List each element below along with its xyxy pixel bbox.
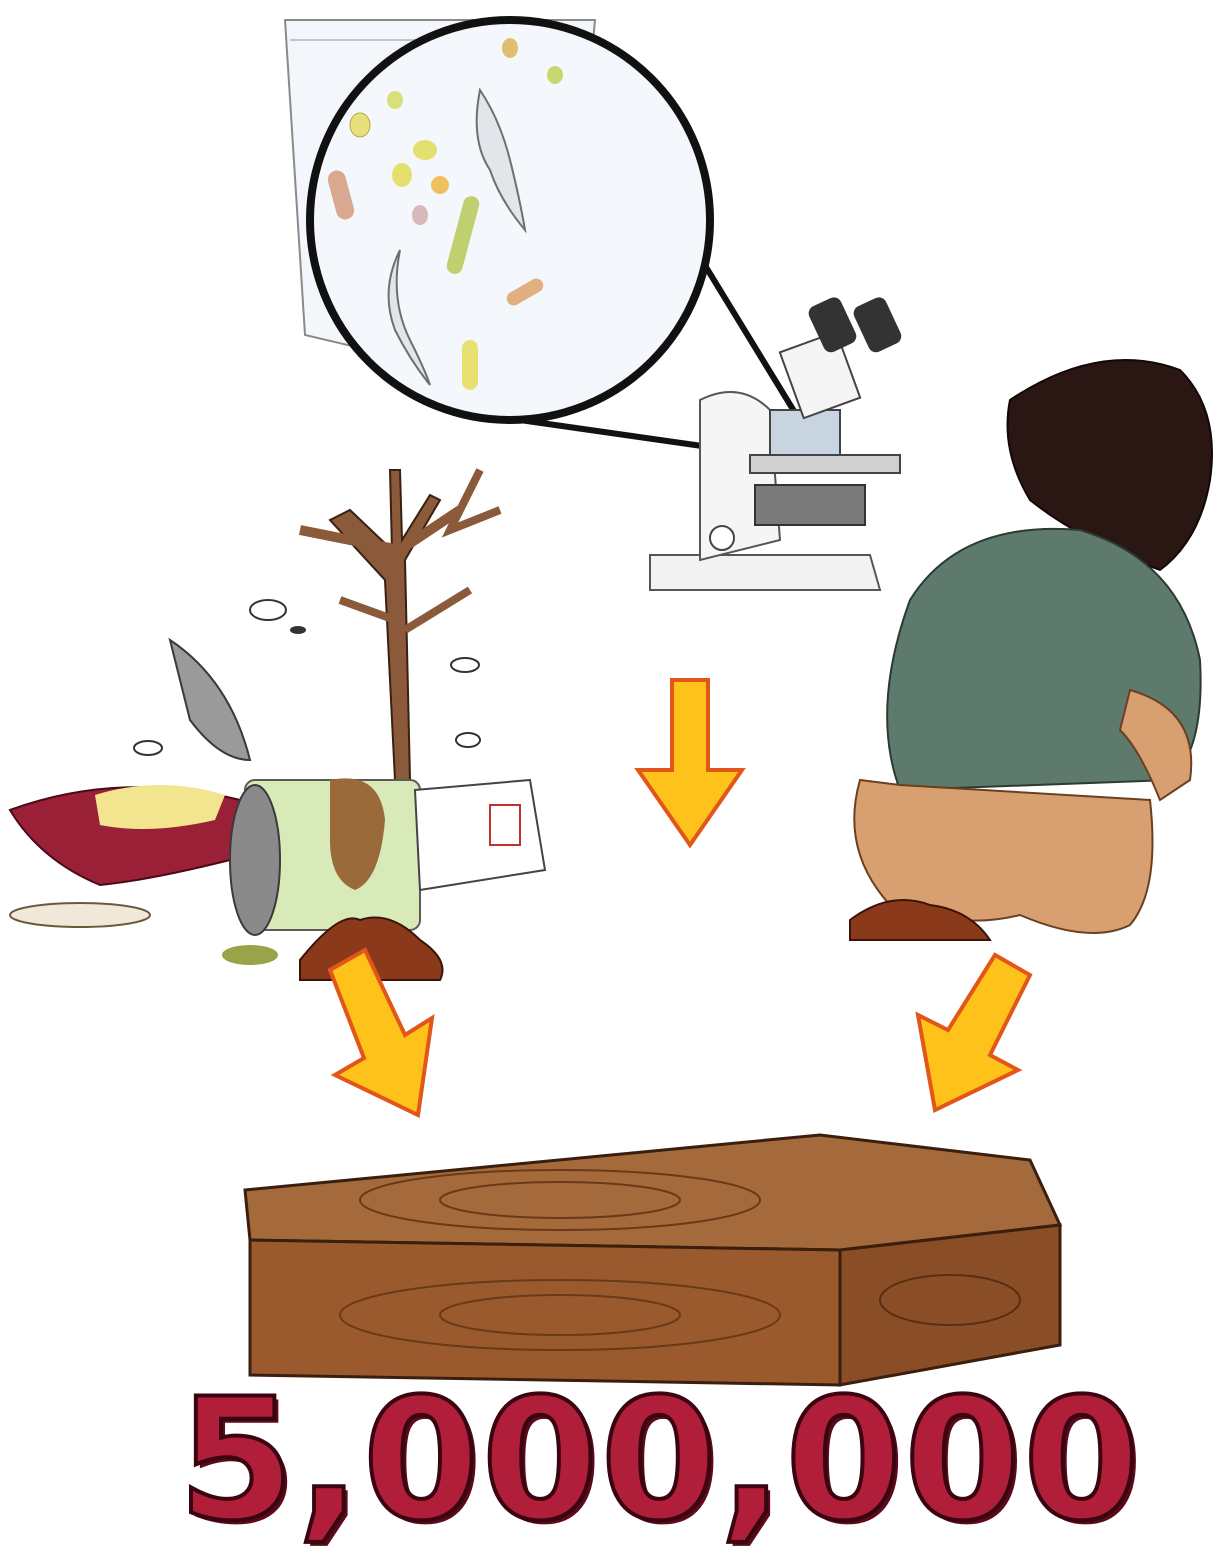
arrows-layer <box>0 660 1225 1130</box>
magnifier-circle <box>310 20 710 420</box>
arrow-down-icon <box>638 680 742 845</box>
coffin-icon <box>245 1135 1060 1385</box>
arrow-down-left-icon <box>918 955 1030 1110</box>
death-count-number: 5,000,000 <box>195 1385 1125 1535</box>
arrow-down-right-icon <box>330 950 432 1115</box>
coffin-panel <box>230 1130 1070 1390</box>
